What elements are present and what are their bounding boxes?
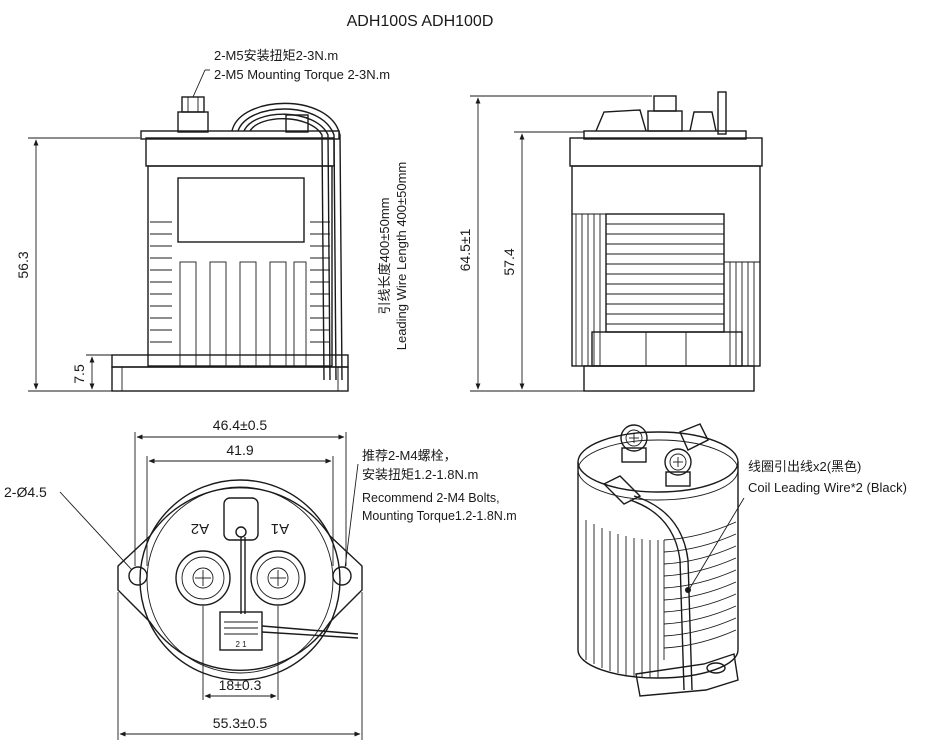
connector-pin-label: 2 1 [235, 640, 247, 649]
iso-vertical-ribs [585, 520, 659, 678]
drawing-title: ADH100S ADH100D [347, 13, 494, 30]
terminal-a2-label: A2 [191, 520, 209, 537]
side-dimensions: 64.5±1 57.4 [457, 95, 652, 392]
dim-width-inner: 41.9 [226, 442, 253, 458]
front-right-fins [310, 221, 330, 343]
side-center-fins [606, 223, 724, 325]
coil-label-en: Coil Leading Wire*2 (Black) [748, 480, 907, 495]
top-view: 2 1 A2 A1 [117, 479, 363, 681]
bolts-label-cn-2: 安装扭矩1.2-1.8N.m [362, 467, 478, 482]
side-view [569, 91, 763, 392]
front-view [111, 96, 349, 392]
dim-height-front: 56.3 [15, 251, 31, 278]
dim-hole-diameter: 2-Ø4.5 [4, 484, 47, 500]
front-dimensions: 56.3 7.5 2-M5安装扭矩2-3N.m 2-M5 Mounting To… [15, 48, 409, 392]
torque-label-en: 2-M5 Mounting Torque 2-3N.m [214, 67, 390, 82]
front-lead-wires [231, 102, 343, 381]
front-left-fins [150, 221, 172, 343]
dim-width-flange: 55.3±0.5 [213, 715, 268, 731]
front-vertical-ribs [179, 261, 307, 367]
dim-height-total: 64.5±1 [457, 228, 473, 271]
bolts-label-en-2: Mounting Torque1.2-1.8N.m [362, 509, 517, 523]
dim-width-top: 46.4±0.5 [213, 417, 268, 433]
isometric-view [577, 423, 739, 697]
iso-horizontal-fins [663, 521, 737, 660]
coil-label-cn: 线圈引出线x2(黑色) [748, 459, 861, 474]
dim-terminal-pitch: 18±0.3 [219, 677, 262, 693]
torque-label-cn: 2-M5安装扭矩2-3N.m [214, 48, 338, 63]
wire-length-cn: 引线长度400±50mm [377, 198, 392, 315]
bolts-label-en-1: Recommend 2-M4 Bolts, [362, 491, 500, 505]
bolts-label-cn-1: 推荐2-M4螺栓， [362, 448, 457, 463]
top-view-dimensions: 46.4±0.5 41.9 2-Ø4.5 推荐2-M4螺栓， 安装扭矩1.2-1… [4, 417, 517, 740]
side-left-ribs [572, 213, 606, 366]
isometric-callout: 线圈引出线x2(黑色) Coil Leading Wire*2 (Black) [689, 459, 907, 589]
wire-length-en: Leading Wire Length 400±50mm [394, 162, 409, 351]
dim-height-side: 57.4 [501, 248, 517, 275]
terminal-a1-label: A1 [271, 520, 289, 537]
dim-foot-height: 7.5 [71, 364, 87, 384]
side-right-ribs [724, 261, 760, 366]
